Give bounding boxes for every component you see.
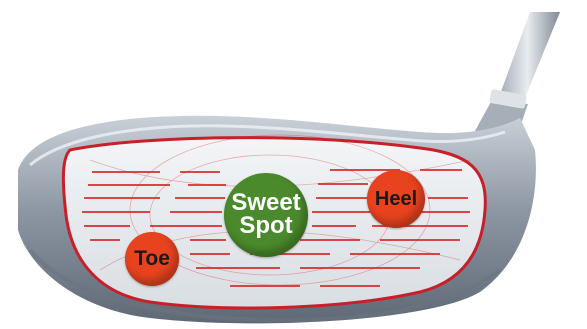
toe-label: Toe <box>134 249 170 269</box>
heel-label: Heel <box>375 190 417 209</box>
toe-marker: Toe <box>125 232 179 286</box>
sweet-spot-label-line2: Spot <box>231 215 300 238</box>
heel-marker: Heel <box>367 170 425 228</box>
sweet-spot-marker: Sweet Spot <box>224 173 308 257</box>
